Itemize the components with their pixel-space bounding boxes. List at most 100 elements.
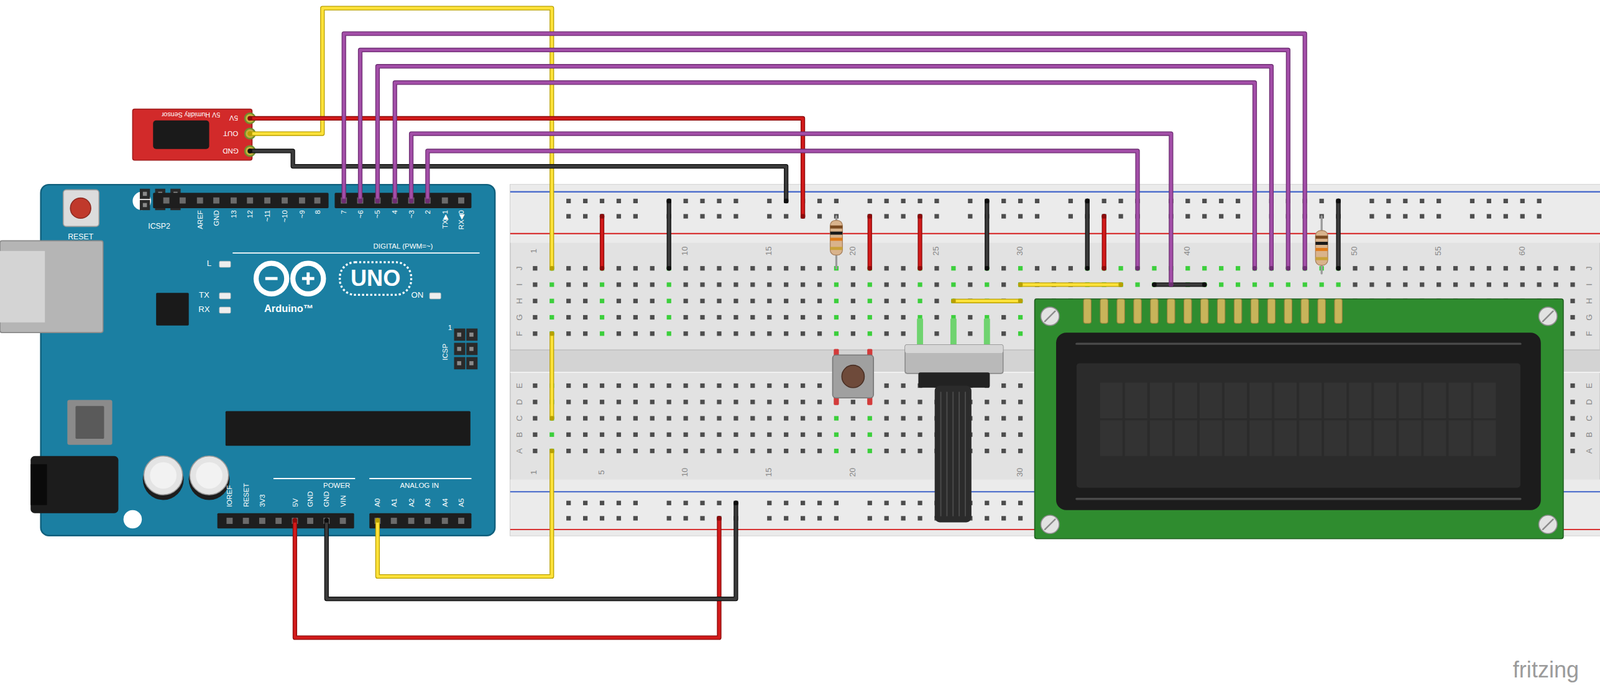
header-pin: [424, 517, 431, 525]
breadboard-hole: [850, 399, 856, 405]
breadboard-hole: [783, 432, 789, 437]
breadboard-hole: [934, 331, 939, 336]
breadboard-hole: [901, 298, 906, 304]
wire-end: [549, 448, 555, 454]
breadboard-index: 15: [765, 246, 774, 257]
wire: [918, 216, 922, 269]
pin-label: GND: [306, 491, 314, 508]
breadboard-hole: [1001, 383, 1006, 388]
pot-pin: [916, 318, 924, 347]
breadboard-hole: [566, 298, 571, 304]
wire: [1102, 216, 1107, 269]
sensor-board: [132, 109, 252, 161]
breadboard-hole: [1001, 415, 1006, 421]
lcd-cell: [1125, 382, 1148, 419]
breadboard-hole: [1386, 213, 1391, 219]
led: [429, 292, 441, 299]
breadboard-hole: [867, 515, 873, 521]
breadboard-hole: [834, 331, 839, 336]
arduino-board: [0, 184, 495, 536]
led: [219, 261, 231, 268]
lcd-cell: [1324, 420, 1347, 456]
breadboard-hole: [884, 448, 889, 454]
breadboard-hole: [1470, 266, 1475, 271]
breadboard-hole: [1570, 331, 1575, 336]
pot-body: [905, 344, 1004, 374]
breadboard-hole: [884, 415, 889, 421]
usb-connector: [0, 240, 104, 333]
wire: [953, 299, 1021, 303]
breadboard-hole: [817, 432, 822, 437]
breadboard-hole: [583, 198, 588, 204]
breadboard-hole: [616, 298, 621, 304]
resistor-band: [830, 246, 843, 250]
breadboard-hole: [1135, 266, 1140, 271]
wire-end: [599, 213, 605, 219]
breadboard-hole: [699, 198, 705, 204]
breadboard-hole: [750, 266, 755, 271]
breadboard-hole: [783, 331, 789, 336]
breadboard-hole: [733, 399, 738, 405]
breadboard-hole: [984, 448, 989, 454]
breadboard-hole: [1218, 282, 1224, 287]
breadboard-hole: [666, 448, 672, 454]
breadboard-hole: [800, 501, 805, 506]
breadboard-hole: [583, 331, 588, 336]
breadboard-hole: [901, 501, 906, 506]
breadboard-hole: [1218, 198, 1224, 204]
breadboard-index: 55: [1434, 246, 1443, 257]
breadboard-hole: [1470, 198, 1475, 204]
breadboard-hole: [549, 282, 554, 287]
breadboard-hole: [1402, 266, 1408, 271]
icsp-pin: [466, 357, 478, 370]
breadboard-hole: [633, 198, 638, 204]
breadboard-hole: [566, 213, 571, 219]
breadboard-hole: [566, 501, 571, 506]
wires: [247, 8, 1341, 638]
breadboard-hole: [666, 298, 672, 304]
lcd-cell: [1473, 382, 1496, 419]
breadboard-hole: [666, 282, 672, 287]
breadboard-hole: [934, 282, 939, 287]
wire-end: [1202, 282, 1208, 288]
breadboard-hole: [767, 432, 772, 437]
lcd-pin: [1267, 298, 1275, 324]
breadboard-hole: [616, 501, 621, 506]
lcd-cell: [1324, 382, 1347, 419]
breadboard-hole: [901, 282, 906, 287]
breadboard-hole: [583, 399, 588, 405]
breadboard-hole: [1001, 501, 1006, 506]
wire: [411, 133, 1172, 285]
wire: [1335, 200, 1341, 268]
breadboard-hole: [599, 448, 605, 454]
wire: [394, 82, 1255, 269]
breadboard-hole: [683, 501, 689, 506]
breadboard-hole: [901, 213, 906, 219]
breadboard-hole: [716, 331, 722, 336]
breadboard-hole: [599, 432, 605, 437]
breadboard-hole: [650, 315, 655, 320]
breadboard-hole: [783, 383, 789, 388]
breadboard-hole: [1018, 448, 1023, 454]
pin-label: A5: [457, 498, 465, 508]
breadboard-hole: [1001, 399, 1006, 405]
breadboard-hole: [1034, 213, 1040, 219]
breadboard-index: G: [516, 313, 525, 321]
breadboard-hole: [783, 198, 789, 204]
header-pin: [197, 197, 204, 204]
header-pin: [179, 197, 186, 204]
pin-label: GND: [222, 147, 239, 155]
header-pin: [230, 197, 237, 204]
breadboard-hole: [699, 515, 705, 521]
wire: [377, 451, 552, 577]
breadboard-hole: [967, 331, 973, 336]
wire: [1020, 283, 1122, 287]
lcd-cell: [1224, 382, 1247, 419]
breadboard-hole: [699, 448, 705, 454]
breadboard-hole: [733, 213, 738, 219]
breadboard-hole: [549, 315, 554, 320]
breadboard-hole: [599, 282, 605, 287]
pot-ridge: [946, 391, 948, 516]
breadboard-index: 1: [530, 469, 539, 475]
